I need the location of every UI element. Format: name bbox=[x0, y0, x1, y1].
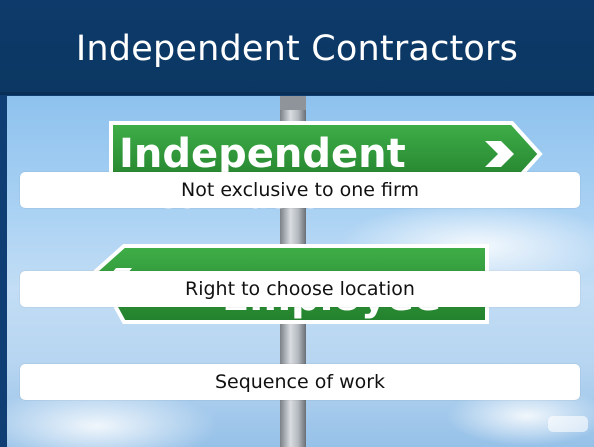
bullet-sequence-of-work: Sequence of work bbox=[20, 364, 580, 400]
slide-title: Independent Contractors bbox=[75, 29, 519, 69]
bullet-not-exclusive: Not exclusive to one firm bbox=[20, 172, 580, 208]
title-bar: Independent Contractors bbox=[0, 0, 594, 95]
bullet-choose-location: Right to choose location bbox=[20, 271, 580, 307]
left-border bbox=[0, 95, 7, 447]
sign-top-text: Independent bbox=[119, 131, 406, 177]
